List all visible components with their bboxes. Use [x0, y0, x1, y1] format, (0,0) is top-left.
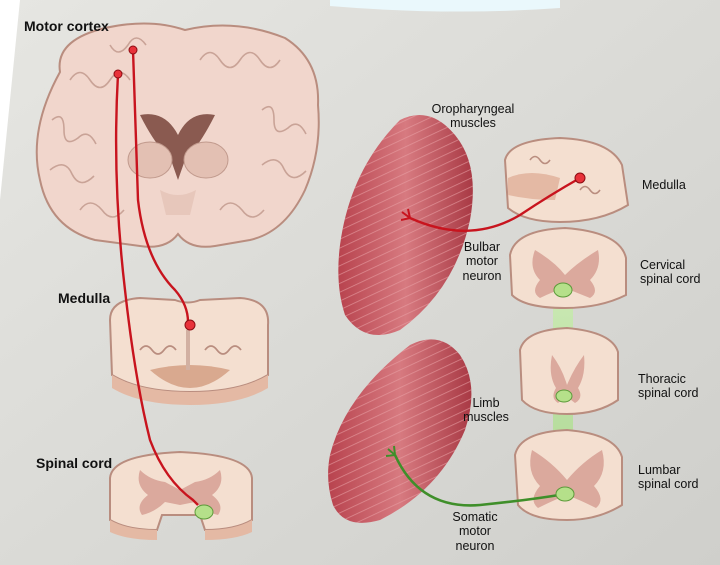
thalamus-left	[128, 142, 172, 178]
label-oropharyngeal-line-1: Oropharyngeal	[418, 102, 528, 116]
medulla-synapse-left	[185, 320, 195, 330]
label-motor-cortex: Motor cortex	[24, 18, 109, 34]
thalamus-right	[184, 142, 228, 178]
spinal-synapse-glow-left	[195, 505, 213, 519]
cortex-neuron-soma-1	[129, 46, 137, 54]
label-limb-line-2: muscles	[458, 410, 514, 424]
label-bulbar-line-2: motor	[452, 254, 512, 268]
label-cervical-spinal-cord: Cervical spinal cord	[640, 258, 700, 287]
label-lumbar-line-2: spinal cord	[638, 477, 698, 491]
medulla-section-right	[505, 138, 628, 222]
label-spinal-cord-left: Spinal cord	[36, 455, 112, 471]
brain-coronal-section	[37, 23, 319, 246]
lumbar-motor-neuron-glow	[556, 487, 574, 501]
label-medulla-right: Medulla	[642, 178, 686, 192]
label-bulbar-line-1: Bulbar	[452, 240, 512, 254]
label-lumbar-spinal-cord: Lumbar spinal cord	[638, 463, 698, 492]
label-somatic-line-1: Somatic	[430, 510, 520, 524]
label-somatic-motor-neuron: Somatic motor neuron	[430, 510, 520, 553]
label-thoracic-line-1: Thoracic	[638, 372, 698, 386]
label-thoracic-line-2: spinal cord	[638, 386, 698, 400]
label-medulla-left: Medulla	[58, 290, 110, 306]
bulbar-motor-neuron-soma	[575, 173, 585, 183]
label-limb-line-1: Limb	[458, 396, 514, 410]
label-somatic-line-2: motor	[430, 524, 520, 538]
cervical-motor-neuron-glow	[554, 283, 572, 297]
cortex-neuron-soma-2	[114, 70, 122, 78]
label-bulbar-motor-neuron: Bulbar motor neuron	[452, 240, 512, 283]
lumbar-section	[515, 430, 622, 520]
label-oropharyngeal-line-2: muscles	[418, 116, 528, 130]
label-oropharyngeal-muscles: Oropharyngeal muscles	[418, 102, 528, 131]
thoracic-motor-neuron-glow	[556, 390, 572, 402]
label-bulbar-line-3: neuron	[452, 269, 512, 283]
label-cervical-line-1: Cervical	[640, 258, 700, 272]
label-cervical-line-2: spinal cord	[640, 272, 700, 286]
label-lumbar-line-1: Lumbar	[638, 463, 698, 477]
label-limb-muscles: Limb muscles	[458, 396, 514, 425]
label-thoracic-spinal-cord: Thoracic spinal cord	[638, 372, 698, 401]
label-somatic-line-3: neuron	[430, 539, 520, 553]
